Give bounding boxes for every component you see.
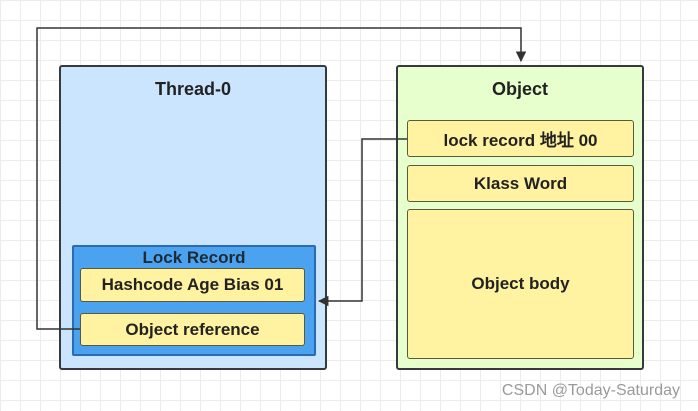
thread-title: Thread-0	[154, 79, 232, 99]
lock-record-address-field: lock record 地址 00	[407, 120, 634, 157]
klass-word-field: Klass Word	[407, 165, 634, 202]
object-reference-arrow	[36, 27, 527, 330]
object-body-field: Object body	[407, 209, 634, 359]
csdn-watermark: CSDN @Today-Saturday	[501, 382, 680, 399]
lock-record-title: Lock Record	[142, 248, 246, 267]
lock-record-address-arrow	[317, 138, 407, 307]
object-title: Object	[491, 79, 548, 99]
object-reference-field: Object reference	[80, 313, 305, 346]
hashcode-age-bias-field: Hashcode Age Bias 01	[80, 268, 305, 302]
